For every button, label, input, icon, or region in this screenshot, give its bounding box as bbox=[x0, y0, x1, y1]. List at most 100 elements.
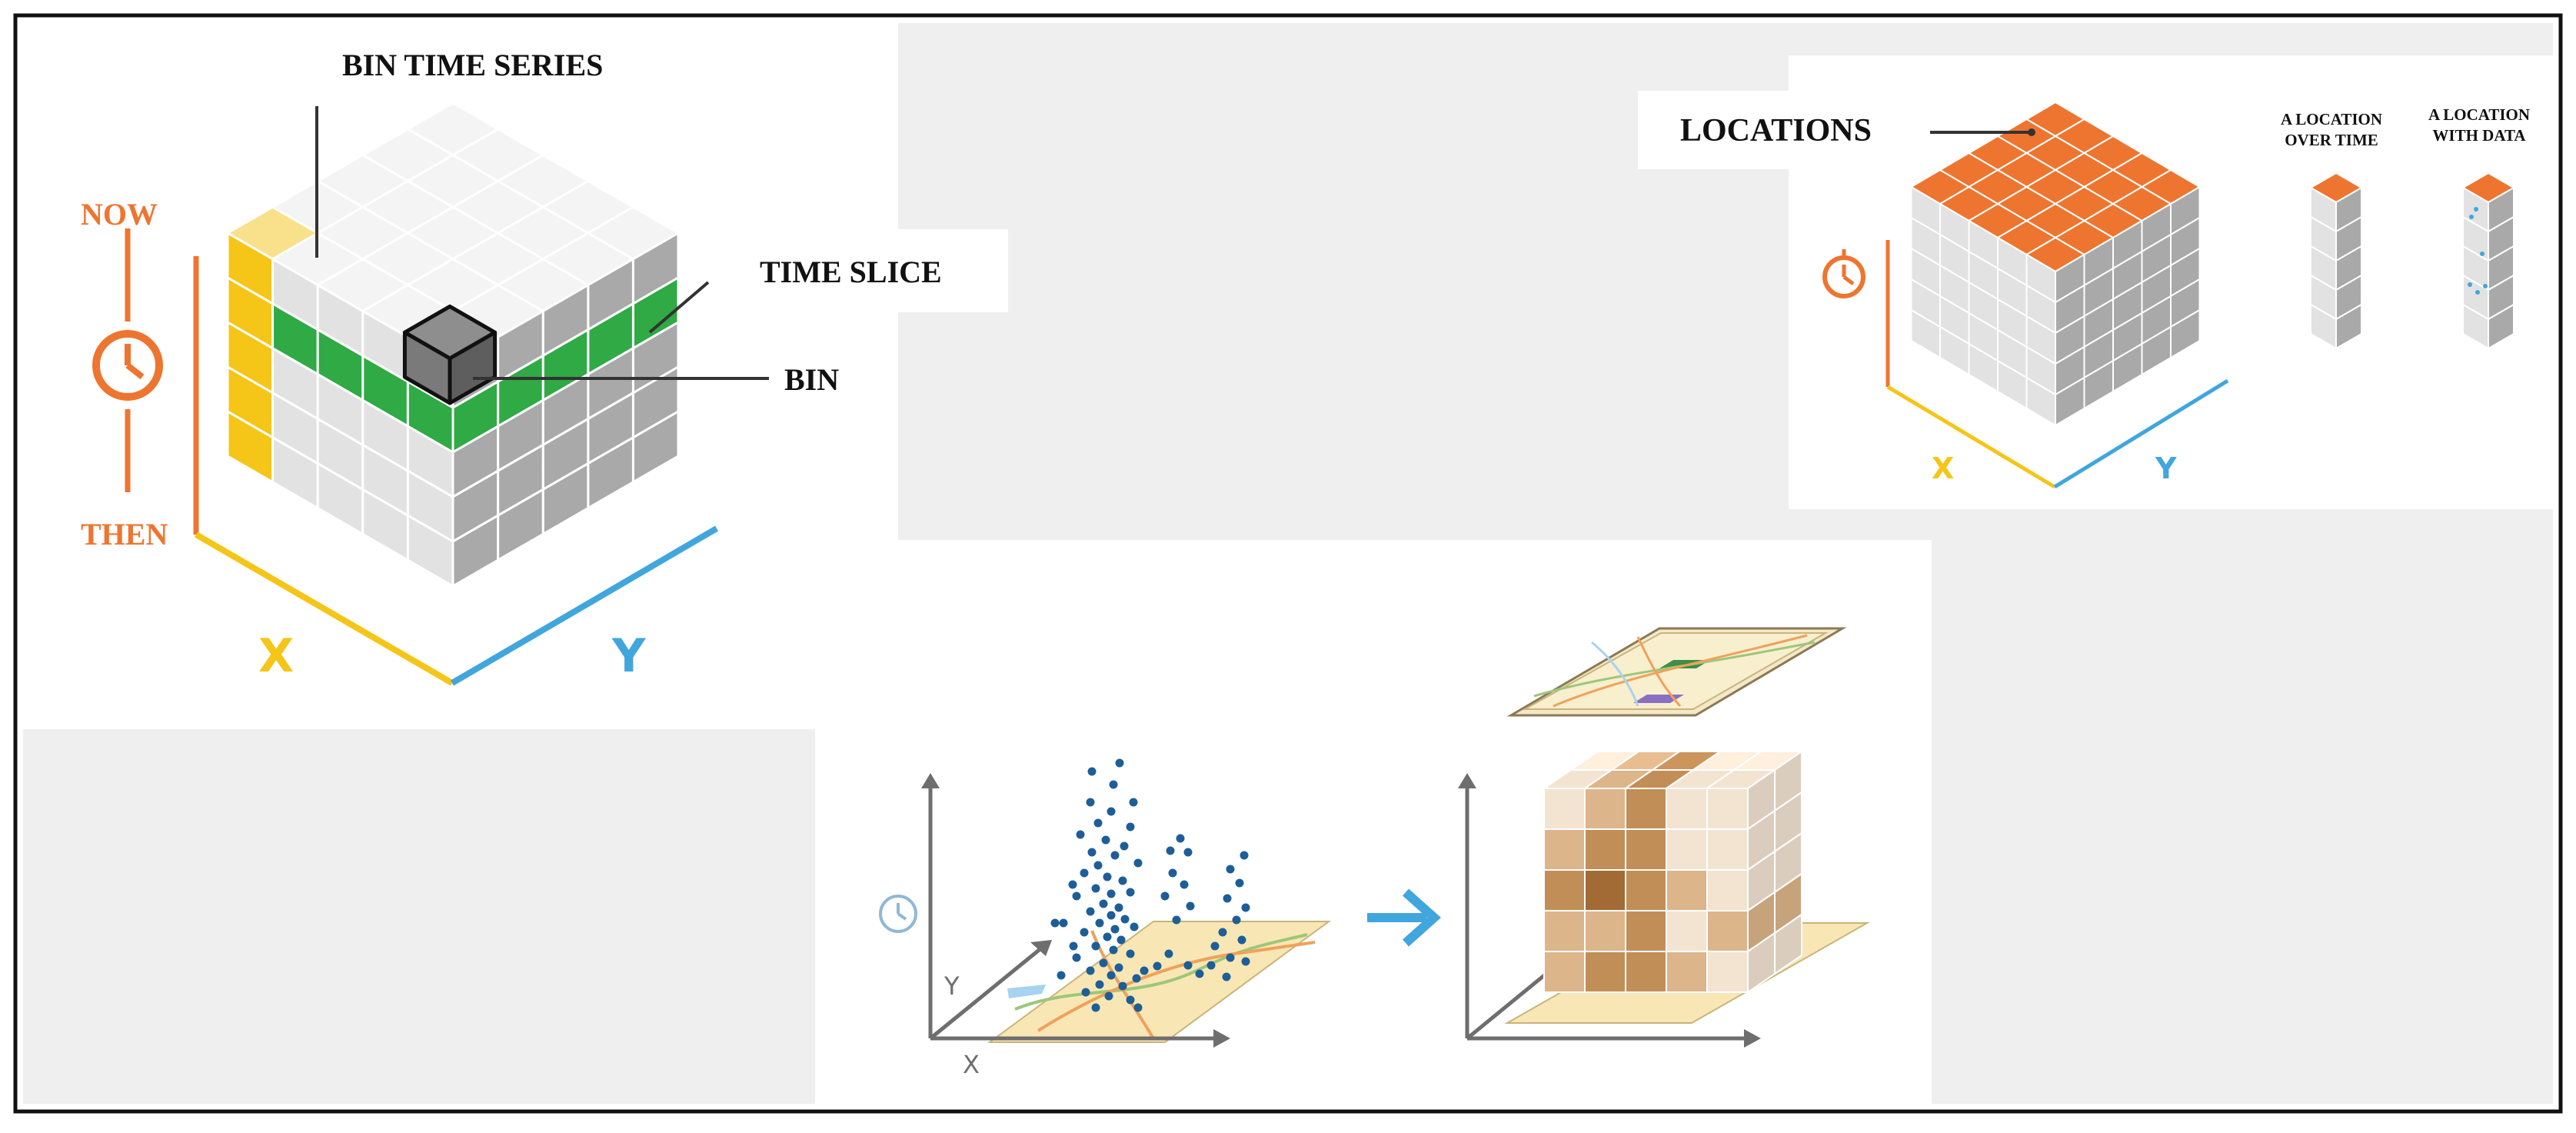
cube-front-cell bbox=[1666, 910, 1708, 952]
data-point bbox=[2483, 284, 2488, 288]
event-point bbox=[1118, 981, 1127, 991]
gray-block-right bbox=[1932, 514, 2553, 1104]
point-cloud-chart: X Y bbox=[879, 758, 1332, 1079]
event-point bbox=[1107, 971, 1116, 980]
cube-front-cell bbox=[1625, 828, 1667, 871]
event-point bbox=[1118, 876, 1127, 885]
x-axis-label: X bbox=[1932, 452, 1954, 485]
event-point bbox=[1110, 925, 1120, 934]
event-point bbox=[1210, 941, 1220, 951]
location-with-data-label-line1: A LOCATION bbox=[2428, 105, 2530, 124]
cube-front-cell bbox=[1625, 951, 1667, 993]
event-point bbox=[1241, 903, 1250, 912]
event-point bbox=[1109, 945, 1118, 955]
event-point bbox=[1086, 966, 1095, 975]
time-slice-map-layer bbox=[1506, 627, 1847, 717]
event-point bbox=[1166, 846, 1175, 855]
cube-front-cell bbox=[1584, 828, 1626, 871]
event-point bbox=[1099, 958, 1108, 968]
cube-front-cell bbox=[1706, 951, 1749, 993]
cube-x-axis-arrow bbox=[1744, 1029, 1761, 1048]
event-point bbox=[1232, 915, 1241, 925]
event-point bbox=[1087, 767, 1097, 776]
arrow-right-icon bbox=[1367, 888, 1442, 947]
event-point bbox=[1107, 911, 1116, 920]
y-axis bbox=[2053, 378, 2229, 489]
gray-block-left bbox=[23, 729, 815, 1104]
data-point bbox=[2468, 282, 2472, 287]
now-label: NOW bbox=[81, 197, 158, 232]
cube-front-cell bbox=[1584, 951, 1626, 993]
event-point bbox=[1183, 961, 1193, 970]
y-axis-label: Y bbox=[2155, 452, 2177, 485]
cube-front-cell bbox=[1584, 788, 1626, 830]
cube-front-cell bbox=[1666, 788, 1708, 830]
panel-cube-structure: BIN TIME SERIES NOW THEN TIME SLICE BIN … bbox=[81, 48, 942, 686]
x-axis-label: X bbox=[963, 1050, 980, 1079]
event-point bbox=[1080, 868, 1089, 878]
event-point bbox=[1132, 974, 1141, 983]
event-point bbox=[1120, 915, 1130, 924]
event-point bbox=[1091, 941, 1100, 951]
event-point bbox=[1226, 865, 1235, 874]
event-point bbox=[1129, 798, 1138, 807]
locations-label-bg bbox=[1638, 91, 1919, 169]
cube-front-cell bbox=[1584, 910, 1626, 952]
event-point bbox=[1086, 798, 1095, 807]
event-point bbox=[1126, 995, 1135, 1005]
event-point bbox=[1226, 953, 1235, 962]
event-point bbox=[1110, 851, 1120, 860]
cube-front-cell bbox=[1706, 828, 1749, 871]
event-point bbox=[1153, 961, 1162, 971]
cube-front-cell bbox=[1543, 788, 1586, 830]
locations-pointer-dot bbox=[2028, 128, 2035, 136]
cube-front-cell bbox=[1543, 828, 1586, 871]
cube-front-cell bbox=[1666, 951, 1708, 993]
event-point bbox=[1093, 818, 1103, 828]
y-axis-label: Y bbox=[611, 629, 647, 683]
event-point bbox=[1235, 878, 1244, 888]
panel-aggregation: X Y bbox=[879, 627, 1870, 1079]
panel-locations: LOCATIONS A LOCATION OVER TIME A LOCATIO… bbox=[1638, 91, 2530, 489]
data-point bbox=[2475, 290, 2480, 295]
cube-front-cell bbox=[1706, 869, 1749, 911]
x-axis bbox=[1886, 385, 2056, 489]
bin-label: BIN bbox=[784, 362, 839, 397]
map-road-green bbox=[1014, 933, 1308, 1011]
event-point bbox=[1126, 888, 1135, 897]
data-point bbox=[2474, 207, 2478, 212]
cube-front-cell bbox=[1706, 910, 1749, 952]
event-point bbox=[1057, 971, 1066, 980]
event-point bbox=[1114, 963, 1123, 972]
cube-front-cell bbox=[1625, 869, 1667, 911]
location-with-data-column bbox=[2462, 172, 2514, 349]
event-point bbox=[1130, 922, 1139, 931]
event-point bbox=[1109, 780, 1118, 789]
event-point bbox=[1068, 880, 1077, 889]
cube-right-cell bbox=[451, 514, 500, 588]
cube-right-cell bbox=[2055, 377, 2085, 426]
cube-front-cell bbox=[1543, 951, 1586, 993]
event-points bbox=[1050, 758, 1250, 1012]
event-point bbox=[1183, 848, 1193, 857]
event-point bbox=[1086, 907, 1095, 916]
cube-front-cell bbox=[1666, 828, 1708, 871]
event-point bbox=[1107, 889, 1116, 898]
event-point bbox=[1186, 901, 1195, 911]
location-over-time-column bbox=[2310, 172, 2362, 349]
y-axis bbox=[450, 525, 719, 686]
event-point bbox=[1114, 903, 1123, 912]
event-point bbox=[1241, 957, 1250, 966]
event-point bbox=[1206, 961, 1216, 970]
cube-front-cell bbox=[1706, 788, 1749, 830]
event-point bbox=[1107, 807, 1116, 816]
bin-time-series-label: BIN TIME SERIES bbox=[342, 48, 603, 82]
event-point bbox=[1050, 918, 1060, 928]
column-right-cell bbox=[2488, 304, 2514, 349]
event-point bbox=[1218, 928, 1227, 937]
event-point bbox=[1133, 1003, 1143, 1012]
clock-icon bbox=[1822, 249, 1865, 298]
event-point bbox=[1081, 988, 1090, 997]
y-axis bbox=[929, 946, 1043, 1040]
clock-icon bbox=[879, 895, 917, 933]
